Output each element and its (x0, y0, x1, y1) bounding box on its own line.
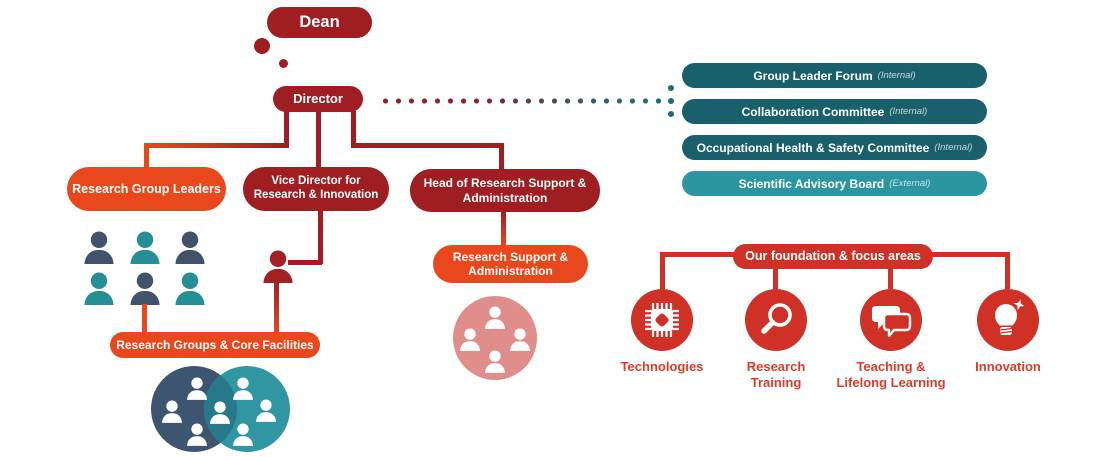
committee-label: Scientific Advisory Board (738, 176, 885, 191)
vice-director-box: Vice Director for Research & Innovation (243, 167, 389, 211)
research-groups-core-box: Research Groups & Core Facilities (110, 332, 320, 358)
teaching-label: Teaching & Lifelong Learning (836, 359, 946, 390)
thought-dot-large (254, 38, 270, 54)
connector-head-to-support (501, 211, 506, 246)
microchip-icon (645, 303, 679, 337)
connector-director-right-v (351, 111, 356, 147)
committee-scope: (External) (889, 178, 931, 189)
head-research-support-box: Head of Research Support & Administratio… (410, 169, 600, 212)
dotted-connector-committees (379, 98, 666, 104)
person-icon (81, 272, 117, 305)
research-group-leaders-label: Research Group Leaders (72, 181, 221, 196)
connector-to-head-support (499, 143, 504, 171)
person-icon (172, 231, 208, 264)
connector-vice-director-v (318, 211, 323, 264)
foundation-title-box: Our foundation & focus areas (733, 244, 933, 269)
research-support-admin-box: Research Support & Administration (433, 245, 588, 283)
support-team-circle (453, 296, 537, 380)
vice-director-label: Vice Director for Research & Innovation (253, 175, 379, 201)
connector-director-left-v (284, 111, 289, 147)
dotted-end-dot (668, 85, 674, 91)
thought-dot-small (279, 59, 288, 68)
person-icon (127, 231, 163, 264)
foundation-connector-v2 (773, 267, 778, 289)
research-support-admin-label: Research Support & Administration (452, 249, 569, 278)
innovation-circle (977, 289, 1039, 351)
research-groups-core-label: Research Groups & Core Facilities (116, 337, 314, 352)
committee-group-leader-forum: Group Leader Forum (Internal) (682, 63, 987, 88)
connector-director-left-h (144, 143, 289, 148)
committee-label: Occupational Health & Safety Committee (696, 140, 930, 155)
research-training-circle (745, 289, 807, 351)
connector-person-to-facilities (274, 282, 279, 335)
committee-label: Group Leader Forum (753, 68, 873, 83)
speech-bubbles-icon (872, 306, 912, 338)
committee-scope: (Internal) (889, 106, 928, 117)
connector-vice-director-h (288, 260, 322, 265)
dean-label: Dean (299, 12, 340, 31)
director-box: Director (273, 86, 363, 112)
research-training-label: Research Training (746, 359, 806, 390)
dotted-end-dot (668, 111, 674, 117)
foundation-connector-right-h (930, 252, 1010, 257)
head-research-support-label: Head of Research Support & Administratio… (423, 176, 587, 205)
dean-box: Dean (267, 7, 372, 38)
venn-overlap (204, 366, 237, 452)
teaching-circle (860, 289, 922, 351)
dotted-end-dot (668, 98, 674, 104)
committee-scope: (Internal) (877, 70, 916, 81)
committee-label: Collaboration Committee (741, 104, 885, 119)
foundation-connector-v4 (1005, 252, 1010, 289)
person-icon (260, 250, 296, 283)
foundation-connector-v1 (660, 252, 665, 289)
person-icon (172, 272, 208, 305)
committee-health-safety: Occupational Health & Safety Committee (… (682, 135, 987, 160)
committee-scope: (Internal) (934, 142, 973, 153)
technologies-circle (631, 289, 693, 351)
person-icon (127, 272, 163, 305)
magnifying-glass-icon (761, 303, 792, 334)
lightbulb-icon (995, 299, 1025, 335)
connector-to-group-leaders (144, 143, 149, 168)
director-label: Director (293, 91, 343, 107)
person-icon (81, 231, 117, 264)
people-group-icon (460, 306, 530, 373)
foundation-connector-left-h (660, 252, 736, 257)
connector-director-right-h (351, 143, 503, 148)
technologies-label: Technologies (620, 359, 704, 374)
foundation-title-label: Our foundation & focus areas (745, 249, 921, 264)
foundation-connector-v3 (888, 267, 893, 289)
research-groups-venn (151, 366, 290, 452)
innovation-label: Innovation (975, 359, 1041, 374)
connector-group-to-facilities (142, 304, 147, 335)
committee-scientific-advisory: Scientific Advisory Board (External) (682, 171, 987, 196)
research-group-leaders-box: Research Group Leaders (67, 167, 226, 211)
connector-to-vice-director (316, 111, 321, 168)
committee-collaboration: Collaboration Committee (Internal) (682, 99, 987, 124)
